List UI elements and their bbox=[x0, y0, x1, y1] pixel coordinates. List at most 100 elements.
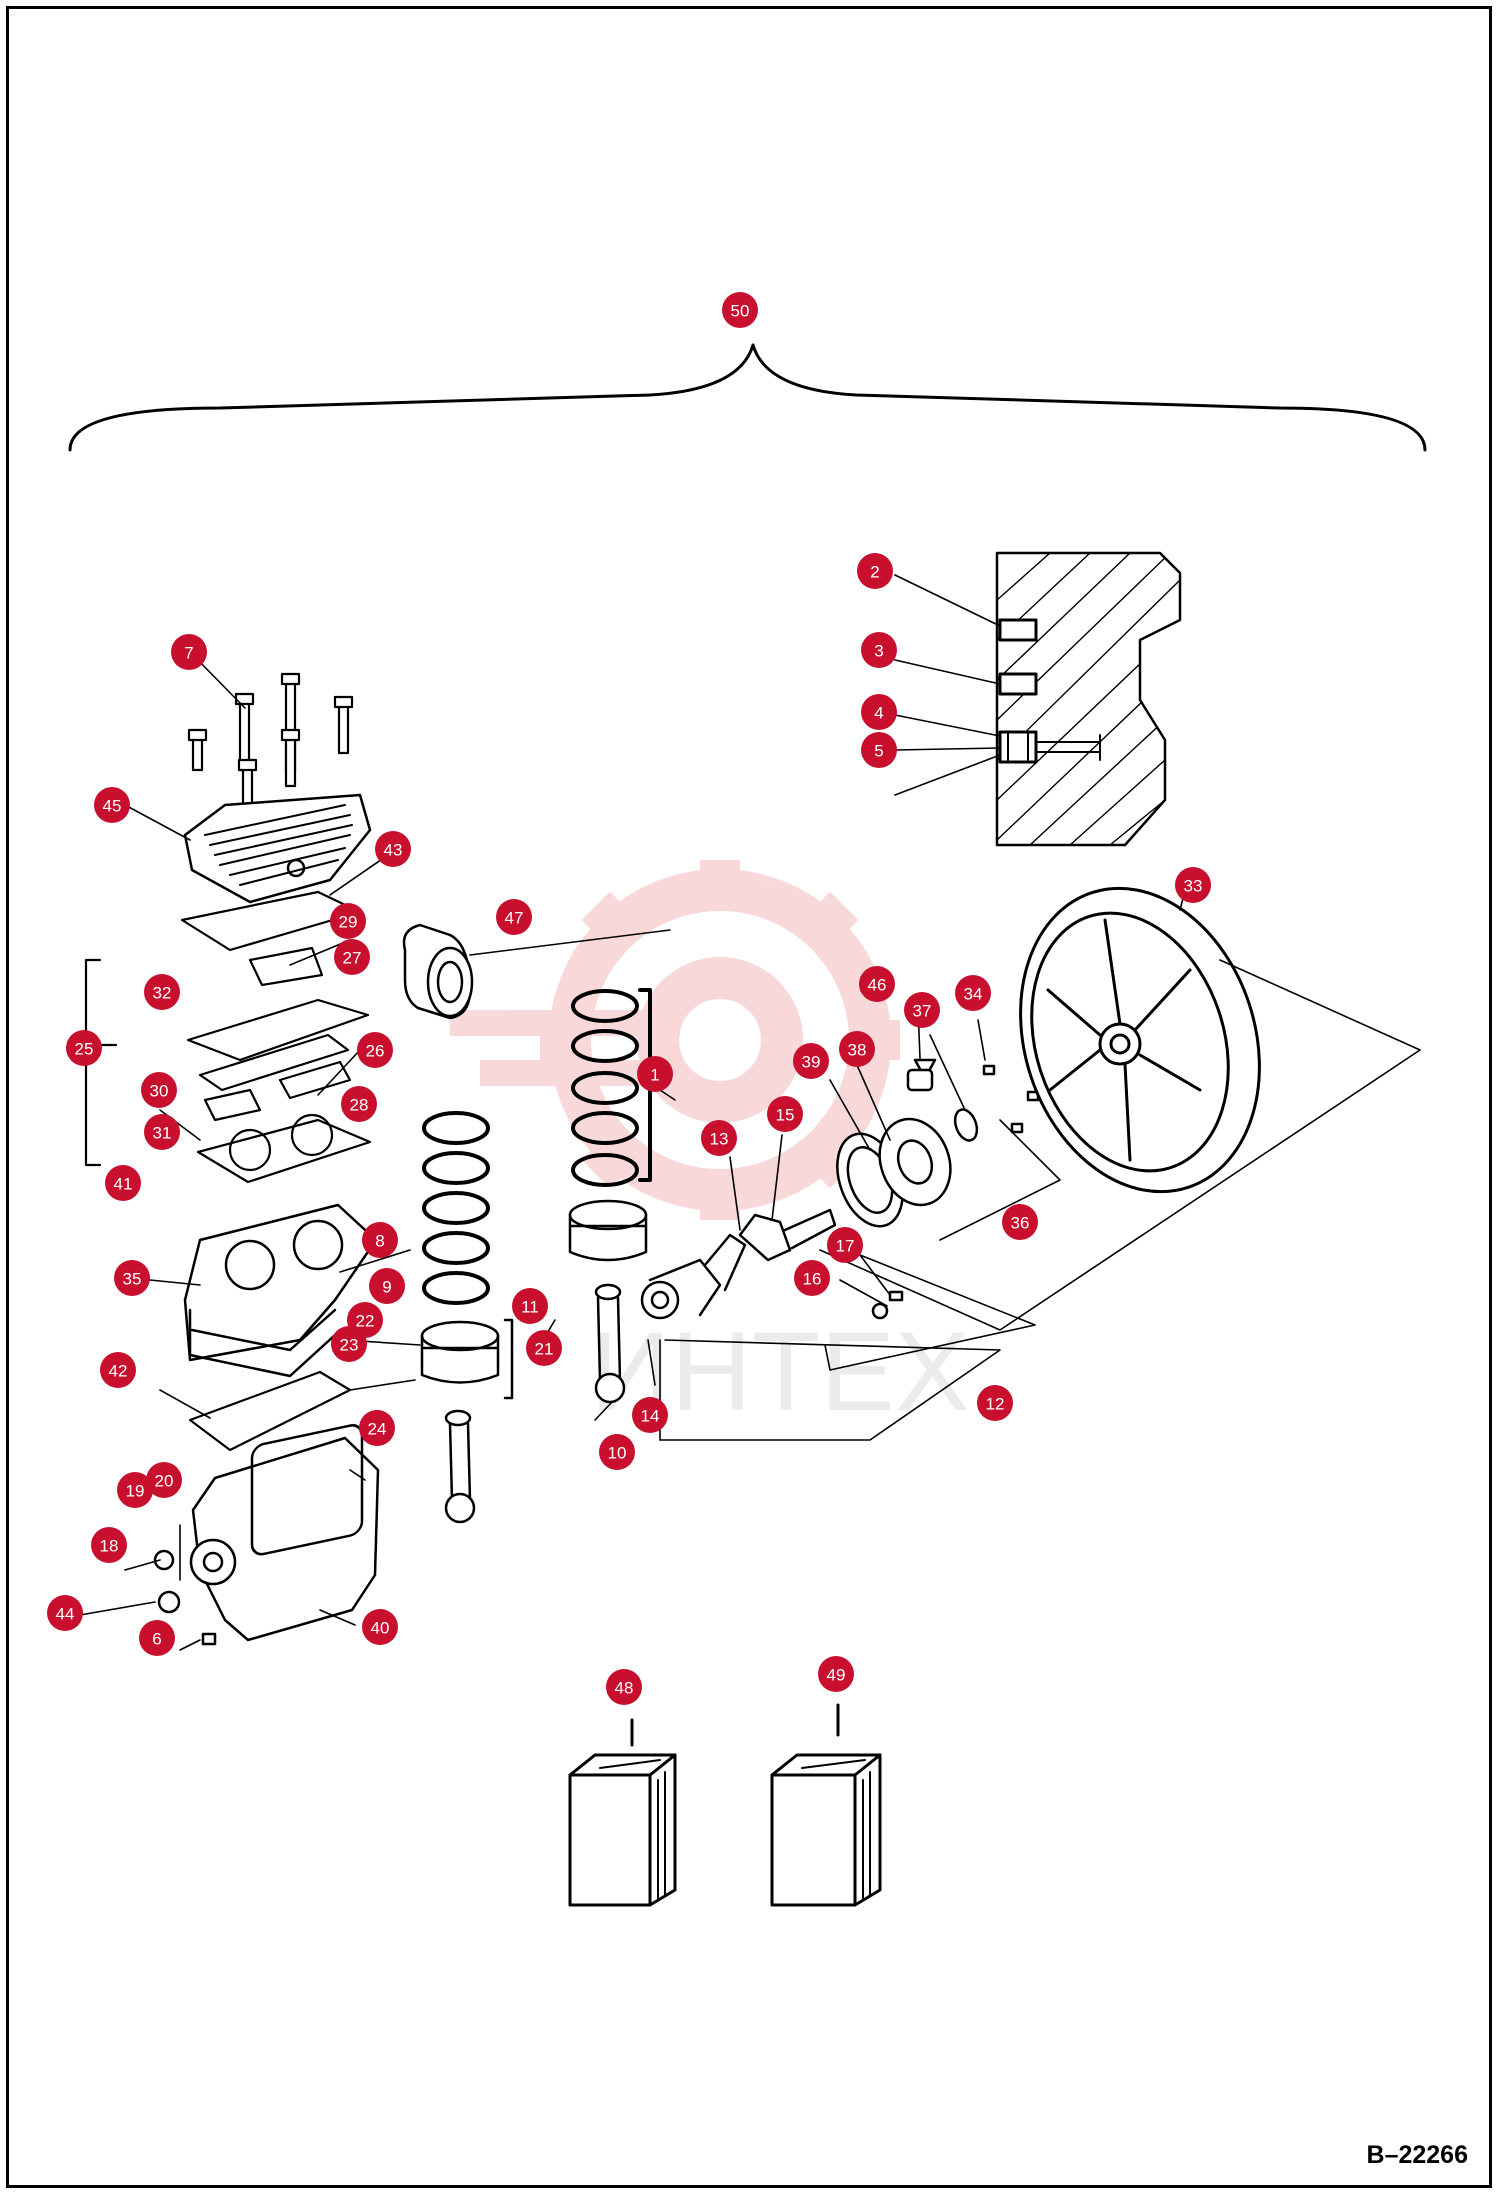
callout-marker bbox=[362, 1222, 398, 1258]
callout-49: 49 bbox=[818, 1656, 854, 1692]
callout-number: 11 bbox=[521, 1298, 539, 1317]
callout-marker bbox=[632, 1397, 668, 1433]
callout-marker bbox=[100, 1352, 136, 1388]
callout-marker bbox=[857, 553, 893, 589]
callout-number: 33 bbox=[1184, 877, 1203, 896]
callout-marker bbox=[859, 966, 895, 1002]
callout-number: 44 bbox=[56, 1605, 75, 1624]
callout-marker bbox=[839, 1031, 875, 1067]
callout-marker bbox=[496, 899, 532, 935]
callout-number: 37 bbox=[913, 1002, 932, 1021]
callout-marker bbox=[362, 1609, 398, 1645]
callout-12: 12 bbox=[977, 1385, 1013, 1421]
callout-20: 20 bbox=[146, 1462, 182, 1498]
callout-number: 36 bbox=[1011, 1214, 1030, 1233]
filter-element bbox=[402, 923, 474, 1020]
callout-marker bbox=[526, 1330, 562, 1366]
callout-number: 15 bbox=[776, 1106, 795, 1125]
callout-marker bbox=[827, 1227, 863, 1263]
drawing-number: B–22266 bbox=[1366, 2141, 1468, 2169]
callout-26: 26 bbox=[357, 1032, 393, 1068]
callout-marker bbox=[861, 632, 897, 668]
callout-marker bbox=[105, 1165, 141, 1201]
callout-marker bbox=[818, 1656, 854, 1692]
callout-number: 49 bbox=[827, 1666, 846, 1685]
callout-marker bbox=[794, 1260, 830, 1296]
callout-number: 18 bbox=[100, 1537, 119, 1556]
callout-number: 40 bbox=[371, 1619, 390, 1638]
callout-marker bbox=[144, 974, 180, 1010]
bearing-box-49 bbox=[770, 1703, 882, 1907]
callout-number: 7 bbox=[184, 644, 193, 663]
callout-number: 41 bbox=[114, 1175, 133, 1194]
callout-number: 45 bbox=[103, 797, 122, 816]
callout-marker bbox=[861, 732, 897, 768]
callout-marker bbox=[94, 787, 130, 823]
flywheel bbox=[1019, 886, 1261, 1194]
callout-37: 37 bbox=[904, 992, 940, 1028]
callout-number: 23 bbox=[340, 1336, 359, 1355]
callout-32: 32 bbox=[144, 974, 180, 1010]
callout-41: 41 bbox=[105, 1165, 141, 1201]
crankcase bbox=[153, 1424, 380, 1646]
callout-7: 7 bbox=[171, 634, 207, 670]
callout-35: 35 bbox=[114, 1260, 150, 1296]
callout-23: 23 bbox=[331, 1326, 367, 1362]
callout-16: 16 bbox=[794, 1260, 830, 1296]
callout-number: 22 bbox=[356, 1312, 375, 1331]
callout-39: 39 bbox=[793, 1043, 829, 1079]
callout-29: 29 bbox=[330, 903, 366, 939]
callout-marker bbox=[341, 1086, 377, 1122]
callout-number: 9 bbox=[382, 1278, 391, 1297]
cylinder-head bbox=[183, 793, 372, 904]
callout-number: 29 bbox=[339, 913, 358, 932]
callout-2: 2 bbox=[857, 553, 893, 589]
callout-number: 28 bbox=[350, 1096, 369, 1115]
callout-1: 1 bbox=[637, 1056, 673, 1092]
callout-6: 6 bbox=[139, 1620, 175, 1656]
callout-28: 28 bbox=[341, 1086, 377, 1122]
callout-13: 13 bbox=[701, 1120, 737, 1156]
callout-11: 11 bbox=[512, 1288, 548, 1324]
callout-3: 3 bbox=[861, 632, 897, 668]
callout-marker bbox=[955, 975, 991, 1011]
callout-number: 50 bbox=[731, 302, 750, 321]
callout-marker bbox=[1175, 867, 1211, 903]
callout-50: 50 bbox=[722, 292, 758, 328]
callout-48: 48 bbox=[606, 1669, 642, 1705]
callout-number: 8 bbox=[375, 1232, 384, 1251]
callout-33: 33 bbox=[1175, 867, 1211, 903]
callout-marker bbox=[701, 1120, 737, 1156]
cylinder-block bbox=[183, 1203, 378, 1378]
callout-number: 6 bbox=[152, 1630, 161, 1649]
callout-marker bbox=[334, 939, 370, 975]
connecting-rod-lower bbox=[444, 1409, 476, 1524]
callout-number: 47 bbox=[505, 909, 524, 928]
callout-marker bbox=[146, 1462, 182, 1498]
callout-number: 24 bbox=[368, 1420, 387, 1439]
callout-marker bbox=[722, 292, 758, 328]
callout-marker bbox=[66, 1030, 102, 1066]
callout-10: 10 bbox=[599, 1434, 635, 1470]
callout-47: 47 bbox=[496, 899, 532, 935]
lower-gasket bbox=[188, 1370, 352, 1452]
callout-marker bbox=[637, 1056, 673, 1092]
callout-21: 21 bbox=[526, 1330, 562, 1366]
callout-number: 39 bbox=[802, 1053, 821, 1072]
callout-number: 42 bbox=[109, 1362, 128, 1381]
callout-marker bbox=[599, 1434, 635, 1470]
callout-marker bbox=[359, 1410, 395, 1446]
callout-layer: 1234567891011121314151617181920212223242… bbox=[47, 292, 1211, 1705]
callout-marker bbox=[331, 1326, 367, 1362]
bearing-box-48 bbox=[568, 1718, 677, 1907]
callout-number: 20 bbox=[155, 1472, 174, 1491]
callout-marker bbox=[357, 1032, 393, 1068]
callout-15: 15 bbox=[767, 1096, 803, 1132]
head-bolts bbox=[187, 672, 354, 814]
callout-34: 34 bbox=[955, 975, 991, 1011]
callout-43: 43 bbox=[375, 831, 411, 867]
callout-number: 19 bbox=[126, 1482, 145, 1501]
bearing-seal-assembly bbox=[836, 1058, 1040, 1320]
